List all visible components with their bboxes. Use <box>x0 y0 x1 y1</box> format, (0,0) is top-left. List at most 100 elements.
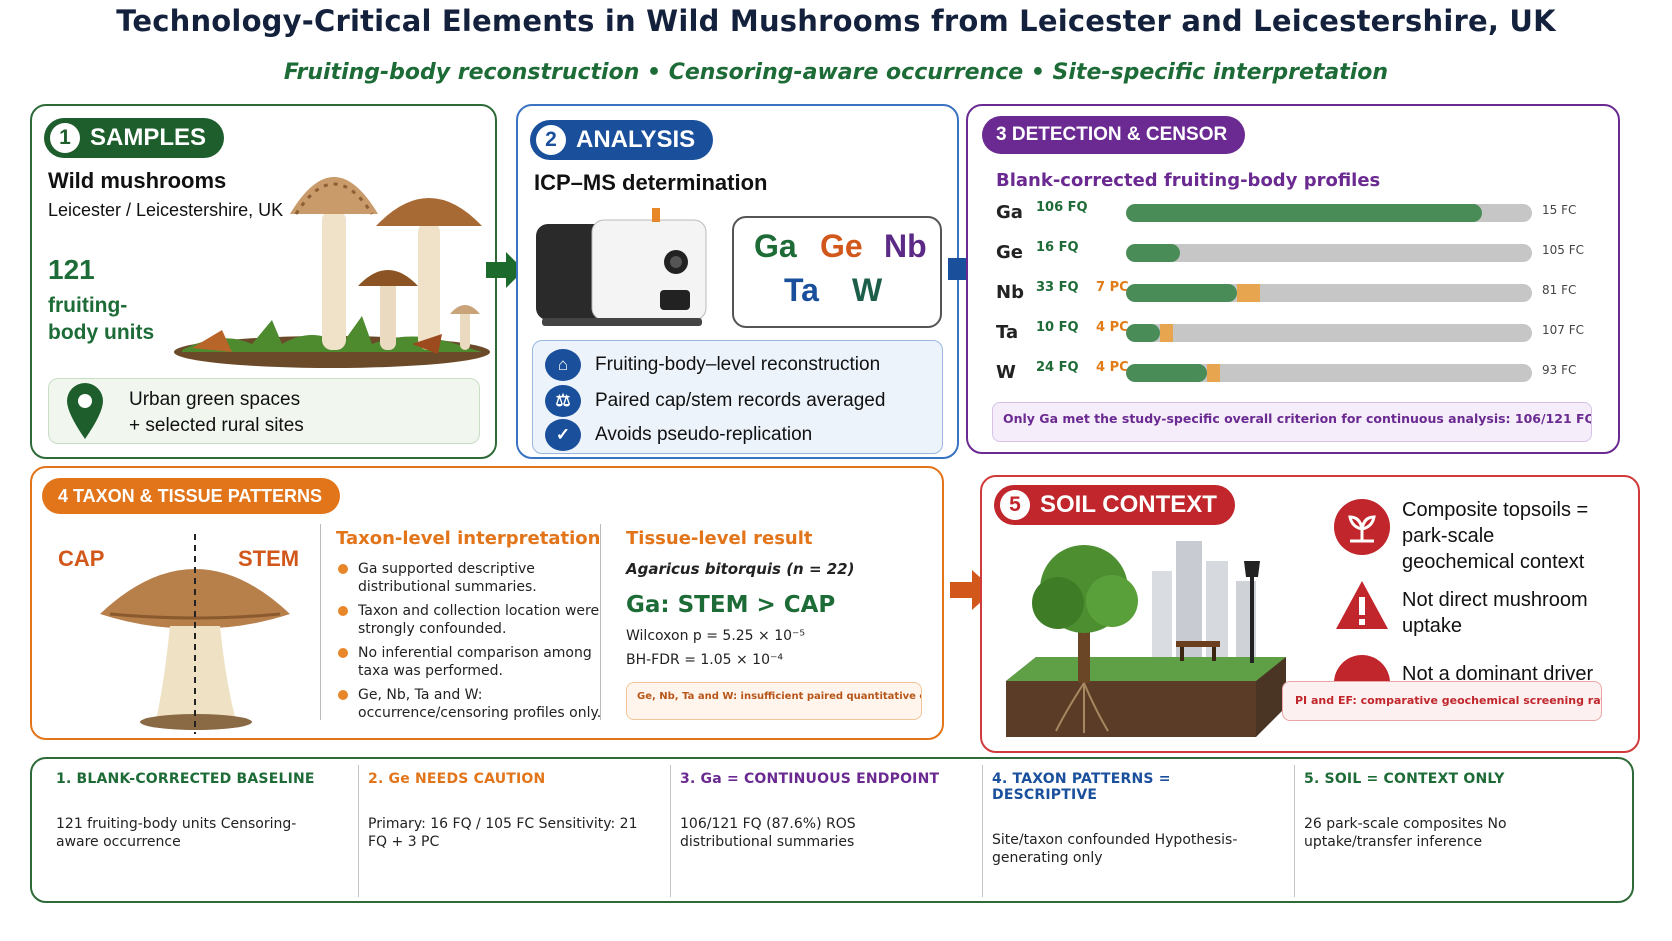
fc-label: 81 FC <box>1542 283 1577 297</box>
summary-text: Primary: 16 FQ / 105 FC Sensitivity: 21 … <box>368 816 638 850</box>
fq-label: 24 FQ <box>1036 360 1079 375</box>
tissue-result: Ga: STEM > CAP <box>626 592 836 618</box>
soil-note: PI and EF: comparative geochemical scree… <box>1282 681 1602 721</box>
feature-label: Fruiting-body–level reconstruction <box>595 354 881 375</box>
soil-panel: 5 SOIL CONTEXT Composite topsoils = park… <box>980 475 1640 753</box>
analysis-panel: 2 ANALYSIS ICP–MS determination Ga Ge Nb… <box>516 104 959 459</box>
fq-label: 106 FQ <box>1036 200 1088 215</box>
samples-unit: fruiting-body units <box>48 294 155 344</box>
check-icon: ✓ <box>545 419 581 451</box>
summary-text: 121 fruiting-body units Censoring-aware … <box>56 816 297 850</box>
summary-divider <box>982 765 983 897</box>
row-element: Ta <box>996 322 1019 343</box>
stem-label: STEM <box>238 546 300 571</box>
summary-divider <box>1294 765 1295 897</box>
element-label: Ga <box>754 228 797 264</box>
fc-label: 93 FC <box>1542 363 1577 377</box>
page-subtitle: Fruiting-body reconstruction • Censoring… <box>283 60 1389 85</box>
location-pin-icon <box>67 383 103 439</box>
summary-text: 26 park-scale composites No uptake/trans… <box>1304 816 1507 850</box>
detection-badge: 3 DETECTION & CENSOR <box>982 116 1246 154</box>
element-bubble: Ga Ge Nb Ta W <box>732 216 942 328</box>
scale-icon: ⚖ <box>545 385 581 417</box>
step-number: 1 <box>50 123 80 153</box>
arrow-1-to-2 <box>486 252 524 288</box>
tissue-species: Agaricus bitorquis (n = 22) <box>626 560 855 578</box>
arrow-2-to-3 <box>948 258 966 280</box>
samples-badge: 1 SAMPLES <box>44 118 225 158</box>
row-element: Nb <box>996 282 1024 303</box>
feature-label: Paired cap/stem records averaged <box>595 390 886 411</box>
samples-panel: 1 SAMPLES Wild mushrooms Leicester / Lei… <box>30 104 497 459</box>
summary-heading: 2. Ge NEEDS CAUTION <box>368 771 546 787</box>
wilcoxon-stat: Wilcoxon p = 5.25 × 10⁻⁵ <box>626 628 806 644</box>
column-divider <box>320 524 321 720</box>
samples-badge-label: SAMPLES <box>90 124 207 151</box>
soil-item: Composite topsoils = park-scale geochemi… <box>1402 499 1589 573</box>
soil-badge-label: SOIL CONTEXT <box>1040 491 1217 518</box>
pc-label: 7 PC <box>1096 280 1129 295</box>
summary-column: 4. TAXON PATTERNS = DESCRIPTIVE Site/tax… <box>968 759 1276 901</box>
feature-label: Avoids pseudo-replication <box>595 424 813 445</box>
element-label: Ge <box>820 228 863 264</box>
detection-note: Only Ga met the study-specific overall c… <box>992 402 1592 442</box>
fc-label: 105 FC <box>1542 243 1584 257</box>
taxon-badge: 4 TAXON & TISSUE PATTERNS <box>42 478 341 514</box>
column-divider <box>600 524 601 720</box>
row-element: Ga <box>996 202 1023 223</box>
pc-label: 4 PC <box>1096 360 1129 375</box>
taxon-point: Ga supported descriptive distributional … <box>336 560 606 596</box>
summary-column: 1. BLANK-CORRECTED BASELINE 121 fruiting… <box>32 759 340 901</box>
element-label: Nb <box>884 228 927 264</box>
site-secondary: + selected rural sites <box>129 415 304 436</box>
feature-item: ⚖ Paired cap/stem records averaged <box>545 385 885 417</box>
element-label: W <box>852 272 883 308</box>
taxon-heading: Taxon-level interpretation <box>336 528 601 549</box>
taxon-panel: 4 TAXON & TISSUE PATTERNS CAP STEM Taxon… <box>30 466 944 740</box>
site-text: Urban green spaces + selected rural site… <box>129 387 304 439</box>
fc-segment <box>1126 364 1532 382</box>
detection-row: Nb 33 FQ 7 PC 81 FC <box>996 280 1606 312</box>
features-box: ⌂ Fruiting-body–level reconstruction ⚖ P… <box>532 340 943 454</box>
fq-segment <box>1126 364 1207 382</box>
summary-heading: 3. Ga = CONTINUOUS ENDPOINT <box>680 771 940 787</box>
fc-segment <box>1126 244 1532 262</box>
cap-label: CAP <box>58 546 105 571</box>
step-number: 2 <box>536 125 566 155</box>
tissue-heading: Tissue-level result <box>626 528 813 549</box>
summary-divider <box>670 765 671 897</box>
fq-label: 33 FQ <box>1036 280 1079 295</box>
summary-text: Site/taxon confounded Hypothesis-generat… <box>992 832 1238 866</box>
soil-badge: 5 SOIL CONTEXT <box>994 485 1235 525</box>
samples-count: 121 <box>48 254 95 285</box>
summary-heading: 1. BLANK-CORRECTED BASELINE <box>56 771 315 787</box>
mushroom-cluster-illustration <box>174 177 490 368</box>
fq-segment <box>1126 284 1237 302</box>
feature-item: ✓ Avoids pseudo-replication <box>545 419 812 451</box>
pc-segment <box>1159 324 1173 342</box>
site-box: Urban green spaces + selected rural site… <box>48 378 480 444</box>
warning-icon <box>1334 577 1390 633</box>
analysis-badge: 2 ANALYSIS <box>530 120 714 160</box>
samples-location: Leicester / Leicestershire, UK <box>48 200 284 220</box>
summary-column: 2. Ge NEEDS CAUTION Primary: 16 FQ / 105… <box>344 759 652 901</box>
summary-divider <box>358 765 359 897</box>
analysis-badge-label: ANALYSIS <box>576 126 696 153</box>
taxon-point: Taxon and collection location were stron… <box>336 602 606 638</box>
row-element: Ge <box>996 242 1023 263</box>
taxon-point: No inferential comparison among taxa was… <box>336 644 606 680</box>
step-number: 5 <box>1000 490 1030 520</box>
fc-segment <box>1126 204 1532 222</box>
site-primary: Urban green spaces <box>129 389 301 410</box>
detection-panel: 3 DETECTION & CENSOR Blank-corrected fru… <box>966 104 1620 454</box>
fq-segment <box>1126 244 1180 262</box>
analysis-title: ICP–MS determination <box>534 170 768 195</box>
mushroom-cross-section-illustration <box>100 534 290 734</box>
element-label: Ta <box>784 272 819 308</box>
park-soil-illustration <box>1006 541 1286 737</box>
fq-segment <box>1126 204 1482 222</box>
taxon-point: Ge, Nb, Ta and W: occurrence/censoring p… <box>336 686 606 722</box>
fc-segment <box>1126 284 1532 302</box>
